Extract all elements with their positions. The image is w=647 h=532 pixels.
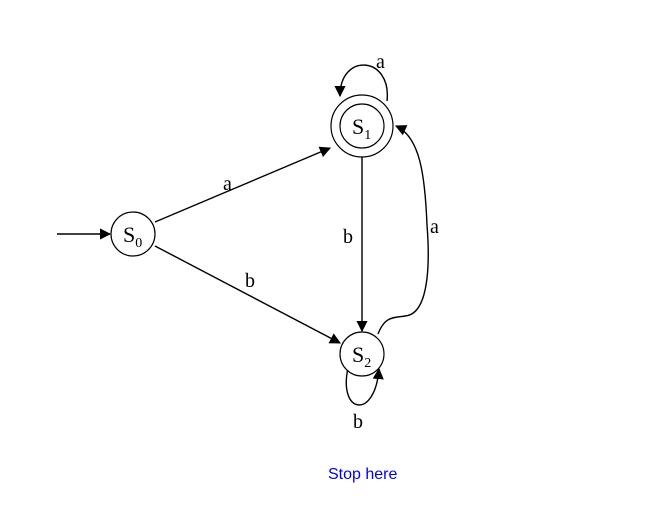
edge-s0-s2 xyxy=(154,245,341,344)
edge-s1-self xyxy=(334,64,388,102)
state-s0-letter: S xyxy=(123,222,135,247)
state-s2-letter: S xyxy=(352,342,364,367)
edge-label-s1-self: a xyxy=(376,51,385,73)
svg-text:S1: S1 xyxy=(352,114,371,143)
edge-s0-s1 xyxy=(154,146,332,223)
svg-text:S2: S2 xyxy=(352,342,371,371)
edge-label-s0-s1: a xyxy=(223,173,232,195)
edge-s2-s1 xyxy=(377,125,429,335)
stop-here-link[interactable]: Stop here xyxy=(328,466,398,483)
state-s1: S1 xyxy=(330,94,394,158)
svg-text:S0: S0 xyxy=(123,222,142,251)
state-s1-letter: S xyxy=(352,114,364,139)
state-s0: S0 xyxy=(110,211,156,257)
edge-s2-self xyxy=(345,367,384,406)
state-s2: S2 xyxy=(339,331,385,377)
edge-label-s0-s2: b xyxy=(245,270,255,292)
state-s2-subscript: 2 xyxy=(364,356,371,371)
edge-label-s1-s2: b xyxy=(343,226,353,248)
state-s1-subscript: 1 xyxy=(364,128,371,143)
state-s0-subscript: 0 xyxy=(135,236,142,251)
edge-label-s2-self: b xyxy=(353,411,363,433)
edge-label-s2-s1: a xyxy=(430,216,439,238)
